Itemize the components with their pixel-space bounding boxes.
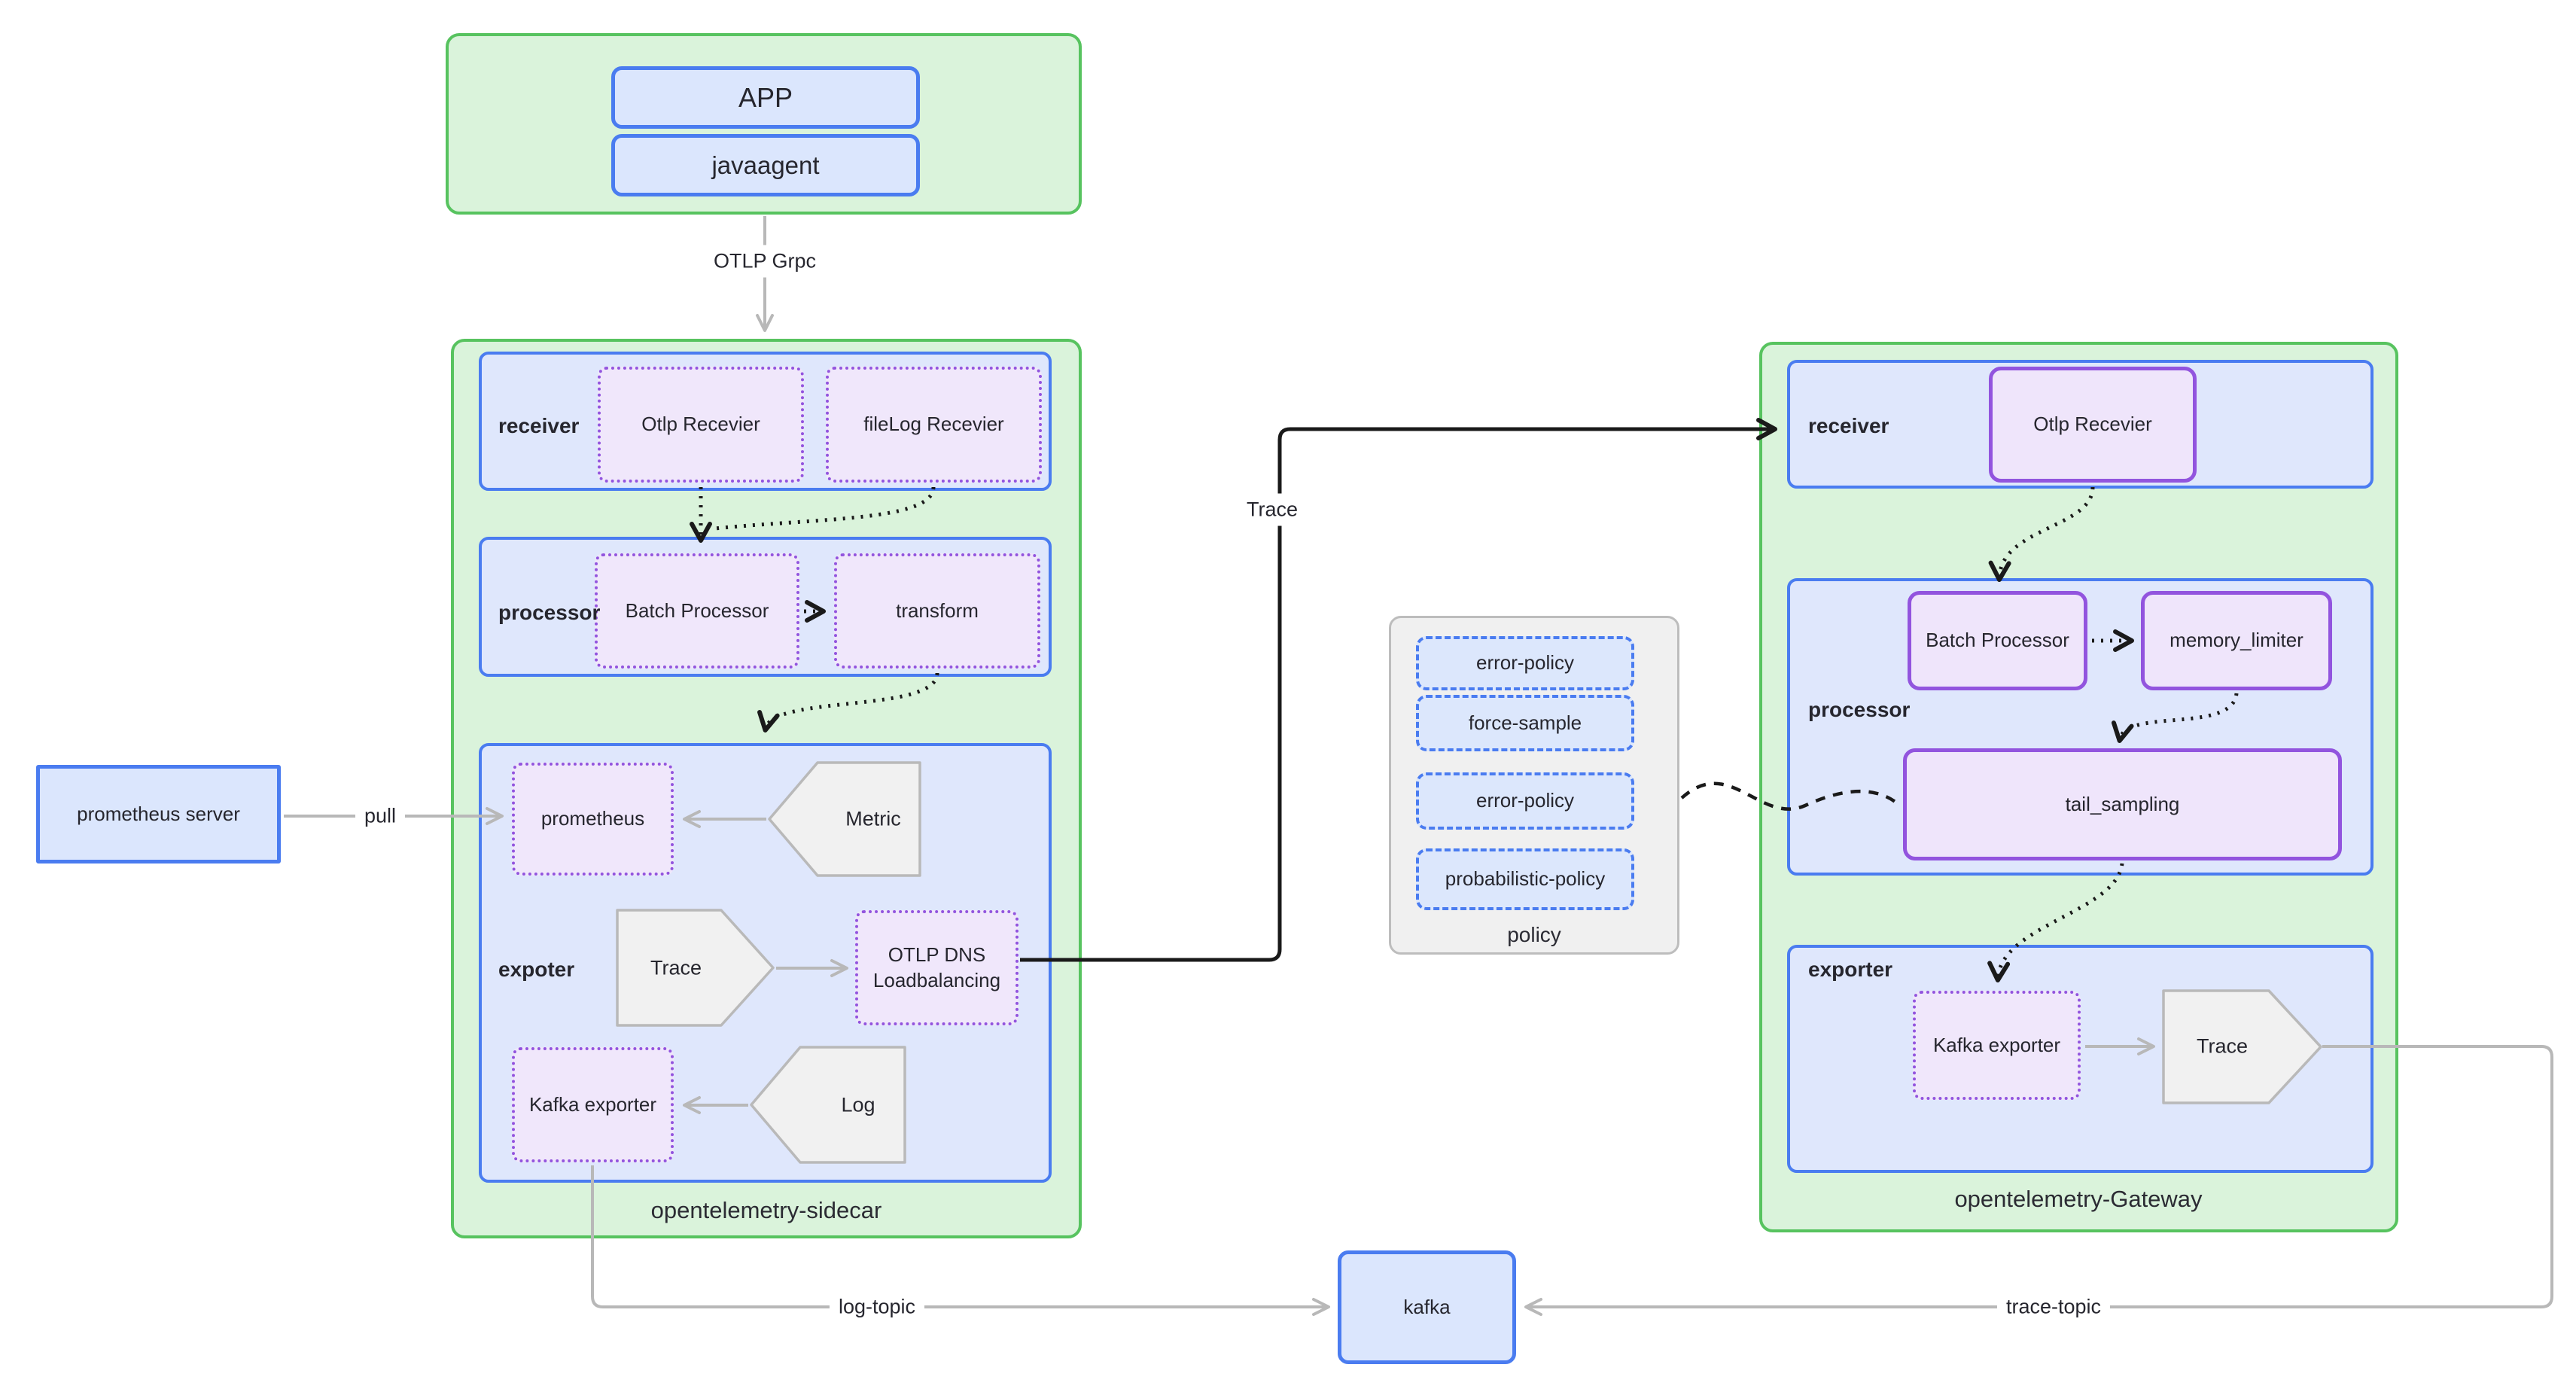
policy-item-label: force-sample: [1468, 711, 1582, 734]
sidecar-trace-pentagon-label: Trace: [650, 956, 702, 979]
sidecar-transform-label: transform: [896, 599, 979, 622]
trace-topic-label: trace-topic: [1996, 1290, 2111, 1323]
sidecar-otlp-dns-label: OTLP DNS Loadbalancing: [872, 943, 1001, 991]
sidecar-batch-processor-node: Batch Processor: [595, 553, 799, 669]
policy-item-probabilistic-policy: probabilistic-policy: [1416, 848, 1634, 910]
kafka-node: kafka: [1338, 1250, 1516, 1364]
sidecar-processor-label: processor: [498, 601, 601, 624]
gateway-trace-pentagon-label: Trace: [2196, 1034, 2249, 1058]
sidecar-filelog-receiver-label: fileLog Recevier: [863, 413, 1004, 436]
gateway-exporter-label: exporter: [1808, 958, 1893, 981]
gateway-receiver-label: receiver: [1808, 414, 1889, 437]
gateway-kafka-exporter-label: Kafka exporter: [1932, 1033, 2061, 1056]
gateway-tail-sampling-label: tail_sampling: [2065, 792, 2180, 815]
sidecar-otlp-receiver-node: Otlp Recevier: [598, 367, 804, 483]
policy-item-error-policy-2: error-policy: [1416, 772, 1634, 830]
prometheus-server-node: prometheus server: [36, 765, 281, 863]
sidecar-filelog-receiver-node: fileLog Recevier: [826, 367, 1042, 483]
log-topic-label: log-topic: [829, 1290, 925, 1323]
sidecar-prometheus-node: prometheus: [512, 763, 674, 876]
kafka-label: kafka: [1403, 1295, 1451, 1318]
policy-item-label: error-policy: [1475, 651, 1575, 675]
gateway-memory-limiter-node: memory_limiter: [2141, 591, 2332, 690]
policy-item-force-sample: force-sample: [1416, 695, 1634, 751]
sidecar-kafka-exporter-node: Kafka exporter: [512, 1047, 674, 1162]
sidecar-transform-node: transform: [834, 553, 1040, 669]
gateway-batch-processor-label: Batch Processor: [1926, 629, 2069, 652]
policy-item-label: error-policy: [1475, 789, 1575, 812]
prometheus-server-label: prometheus server: [77, 802, 240, 825]
gateway-otlp-receiver-label: Otlp Recevier: [2033, 413, 2152, 436]
sidecar-prometheus-label: prometheus: [540, 807, 645, 830]
sidecar-kafka-exporter-label: Kafka exporter: [528, 1092, 657, 1116]
sidecar-otlp-dns-node: OTLP DNS Loadbalancing: [855, 910, 1019, 1025]
policy-item-label: probabilistic-policy: [1445, 867, 1606, 891]
sidecar-batch-processor-label: Batch Processor: [625, 599, 769, 622]
gateway-kafka-exporter-node: Kafka exporter: [1913, 991, 2081, 1100]
pull-label: pull: [355, 800, 406, 833]
metric-pentagon-label: Metric: [845, 807, 901, 830]
otlp-grpc-label: OTLP Grpc: [704, 245, 826, 278]
sidecar-otlp-receiver-label: Otlp Recevier: [641, 413, 760, 436]
app-label: APP: [738, 81, 793, 113]
gateway-batch-processor-node: Batch Processor: [1908, 591, 2087, 690]
gateway-processor-label: processor: [1808, 698, 1911, 721]
sidecar-exporter-label: expoter: [498, 958, 575, 981]
sidecar-title: opentelemetry-sidecar: [650, 1197, 882, 1223]
javaagent-node: javaagent: [611, 134, 920, 196]
policy-title: policy: [1507, 923, 1561, 946]
gateway-memory-limiter-label: memory_limiter: [2170, 629, 2303, 652]
javaagent-label: javaagent: [711, 151, 820, 179]
app-node: APP: [611, 66, 920, 129]
gateway-otlp-receiver-node: Otlp Recevier: [1989, 367, 2197, 483]
policy-item-error-policy-1: error-policy: [1416, 636, 1634, 690]
log-pentagon-label: Log: [841, 1093, 875, 1116]
trace-wire-label: Trace: [1237, 493, 1308, 526]
gateway-title: opentelemetry-Gateway: [1954, 1186, 2203, 1212]
sidecar-receiver-label: receiver: [498, 414, 580, 437]
gateway-tail-sampling-node: tail_sampling: [1903, 748, 2342, 860]
